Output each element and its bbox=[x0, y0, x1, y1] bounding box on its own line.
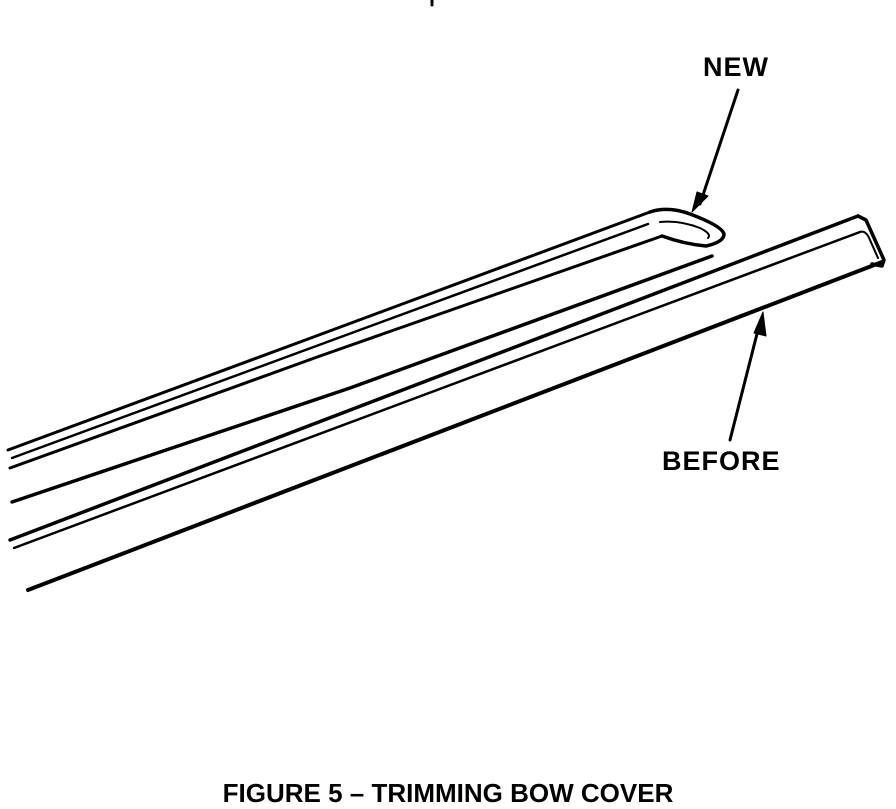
before-cover-end-cap bbox=[856, 214, 886, 268]
before-cover-inner-edge bbox=[12, 230, 862, 550]
new-cover-top-edge bbox=[6, 210, 652, 452]
before-cover-bottom-edge bbox=[26, 260, 884, 592]
new-cover-top-inner-edge bbox=[10, 222, 650, 460]
new-bow-cover bbox=[6, 207, 726, 504]
before-cover-end-inner bbox=[859, 230, 879, 259]
new-cover-face-lower-edge bbox=[8, 234, 664, 470]
new-cover-curled-end bbox=[648, 207, 726, 248]
new-arrowhead-icon bbox=[691, 191, 709, 213]
new-cover-curl-inner bbox=[659, 220, 710, 239]
before-label: BEFORE bbox=[662, 446, 781, 476]
before-arrowhead-icon bbox=[753, 311, 767, 337]
new-cover-bottom-edge bbox=[10, 254, 714, 504]
figure-caption: FIGURE 5 – TRIMMING BOW COVER bbox=[222, 778, 674, 808]
before-cover-top-edge bbox=[8, 214, 860, 542]
new-leader-arrow bbox=[691, 88, 740, 213]
before-leader-arrow bbox=[728, 311, 767, 442]
new-label: NEW bbox=[703, 52, 769, 82]
before-bow-cover bbox=[8, 214, 886, 592]
